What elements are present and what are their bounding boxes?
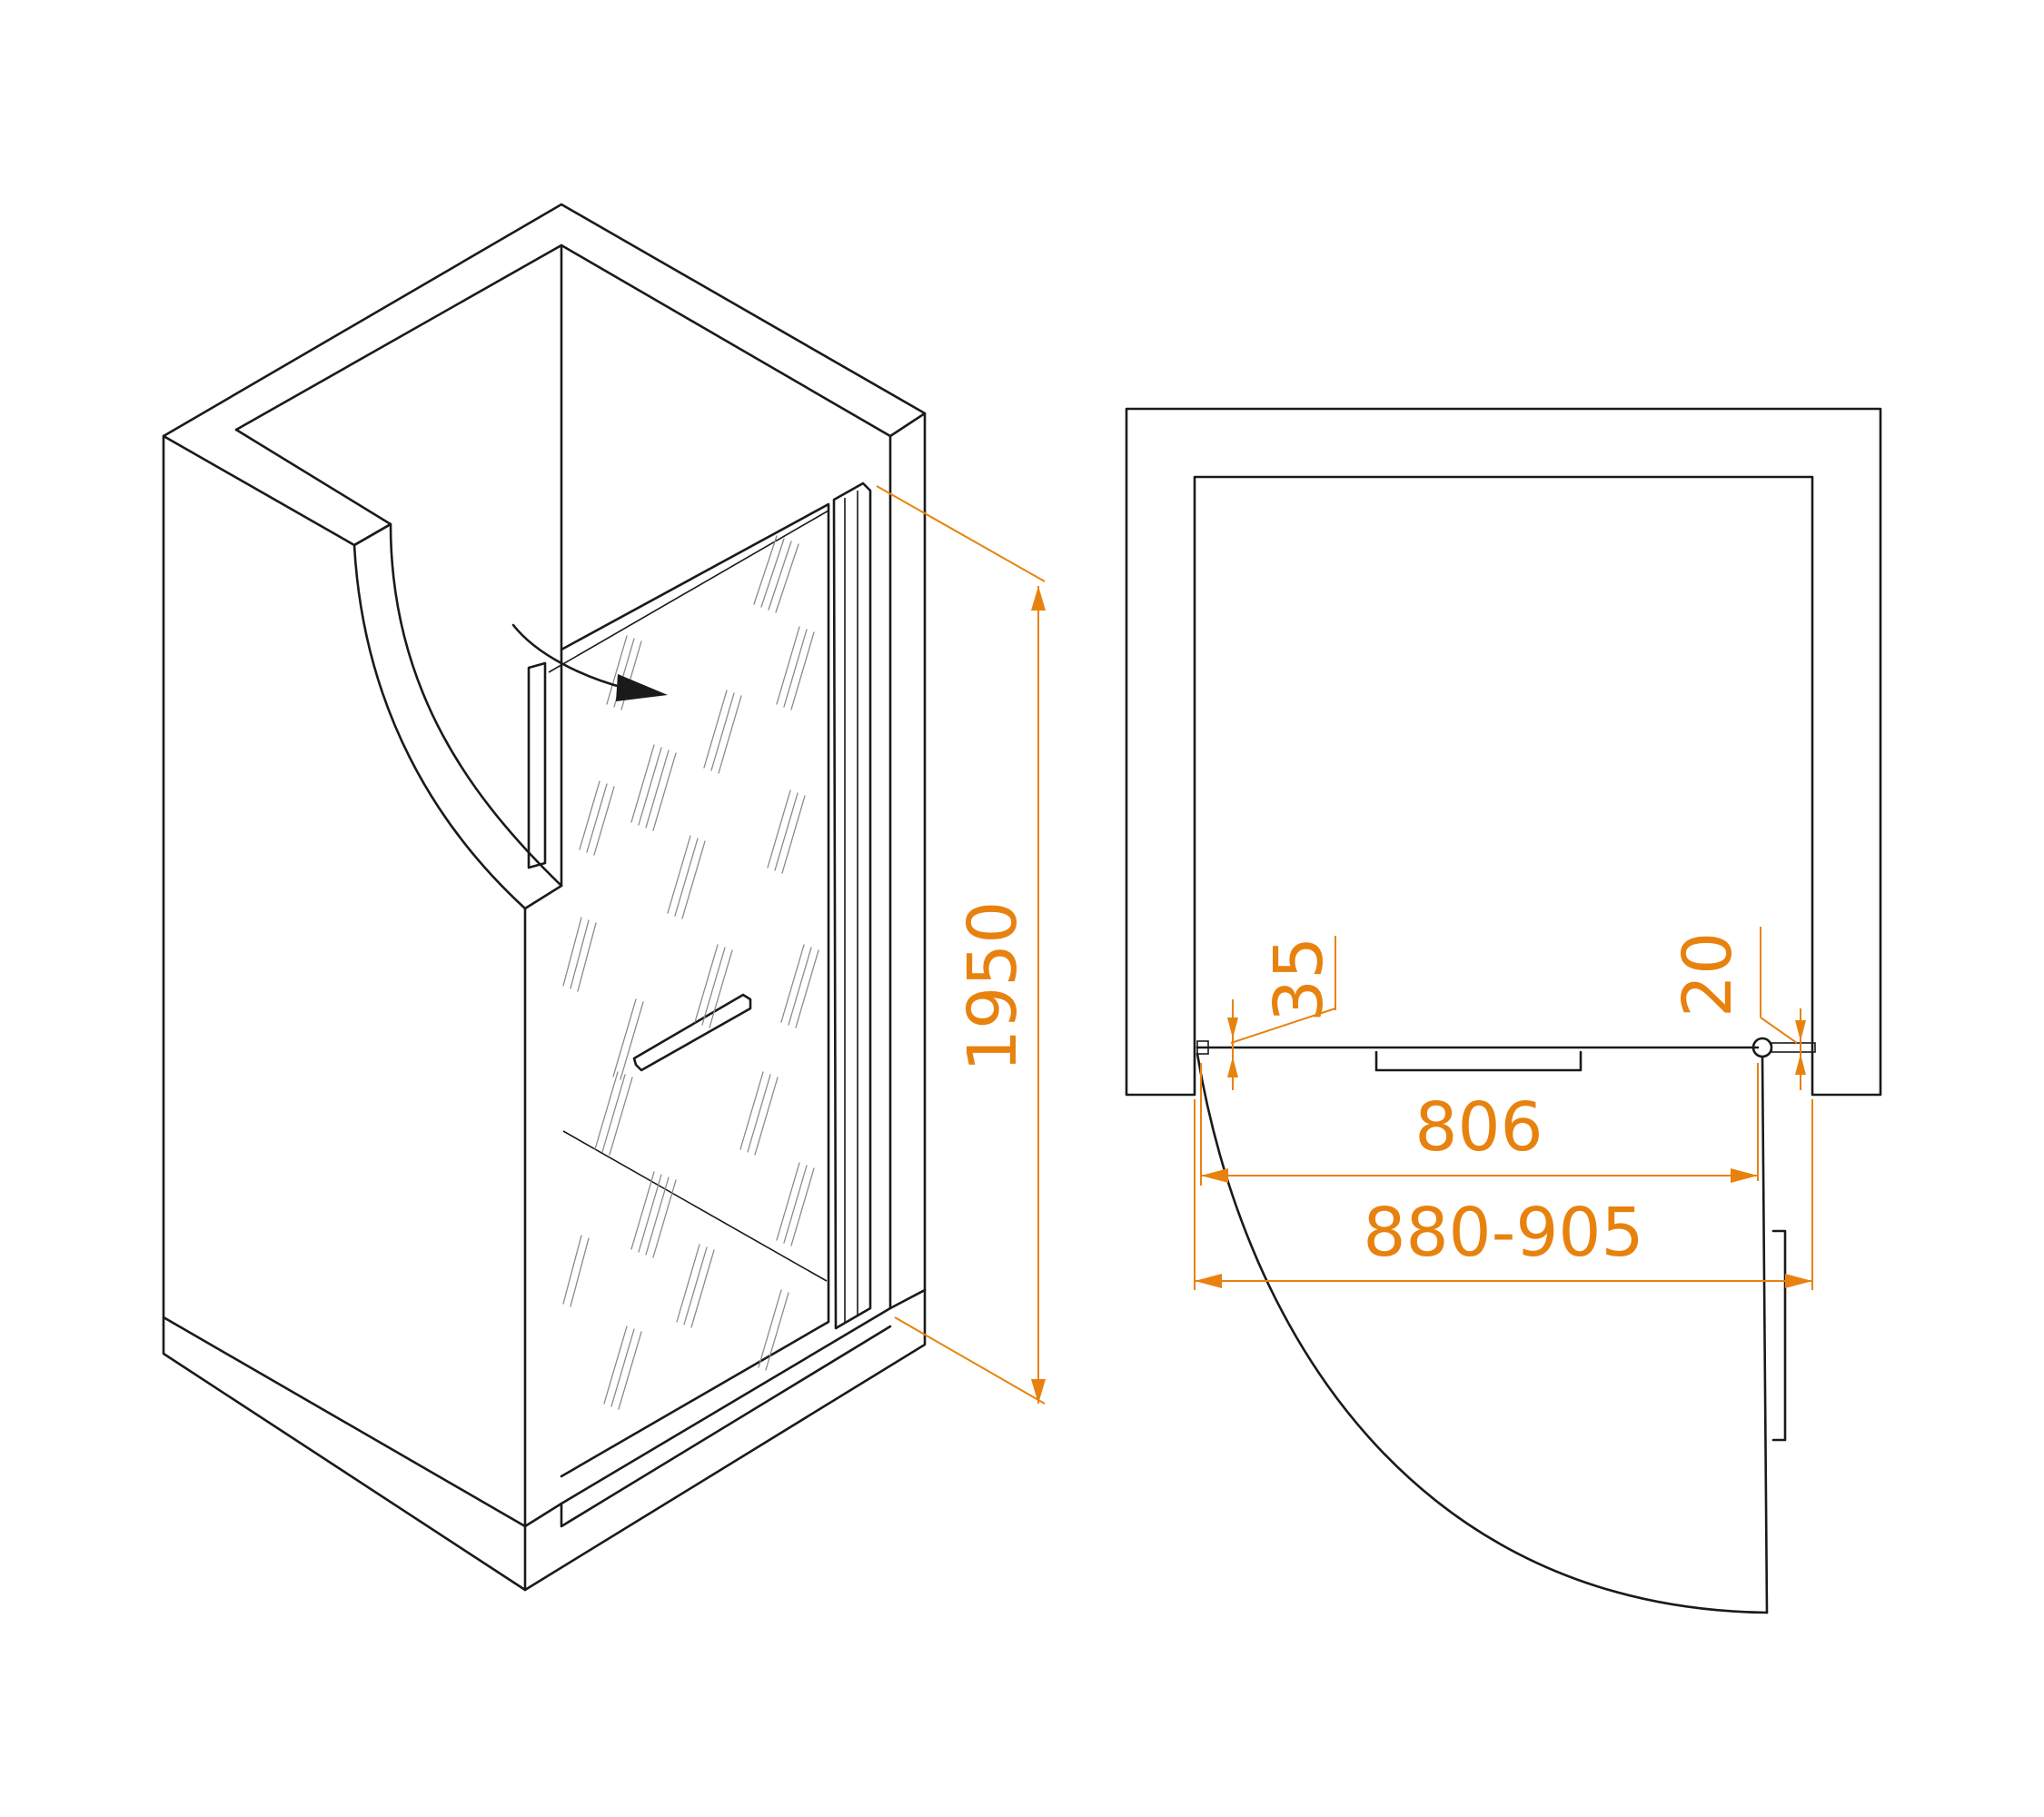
left-gap-dimension: 35 [1227,936,1338,1090]
curved-arrow-icon [511,623,668,701]
open-door-handle [1771,1229,1787,1442]
base-step [162,1306,892,1592]
left-gap-label: 35 [1260,937,1338,1022]
enclosure-outline [162,203,927,1592]
door-width-label: 806 [1414,1088,1543,1167]
door-width-dimension: 806 [1200,1063,1759,1186]
height-dimension: 1950 [876,485,1046,1405]
open-door [1761,1055,1769,1614]
right-post [888,412,927,1310]
top-rim-inner [234,243,892,438]
plan-view [1125,407,1882,1614]
install-range-dimension: 880-905 [1194,1099,1813,1290]
plan-handle [1374,1050,1583,1072]
install-range-label: 880-905 [1363,1194,1643,1272]
left-panel-edge [523,907,563,1528]
right-gap-dimension: 20 [1669,927,1806,1090]
rim-left-edge [162,428,392,547]
door-handle [632,993,752,1072]
front-cutout-curve [352,522,563,910]
wall-outline [1125,407,1882,1097]
isometric-view [162,203,927,1592]
right-gap-label: 20 [1669,932,1747,1018]
height-label: 1950 [954,901,1032,1072]
glass-pattern [562,535,819,1410]
door-leaf [527,482,872,1478]
